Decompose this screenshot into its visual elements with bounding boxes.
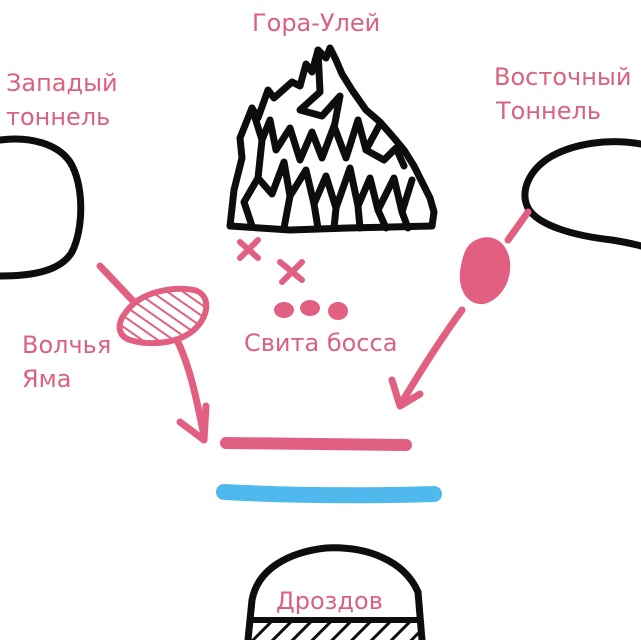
thrushes-label: Дроздов	[276, 587, 383, 615]
east-tunnel-label-line1: Восточный	[494, 63, 632, 91]
east-tunnel-icon	[521, 138, 641, 250]
wolf-pit-label-line1: Волчья	[22, 331, 112, 359]
front-line	[220, 437, 412, 451]
dome-icon	[244, 544, 426, 640]
west-tunnel-label-line1: Западый	[6, 69, 118, 97]
cross-icon	[237, 237, 261, 261]
east-tunnel-label-line2: Тоннель	[496, 97, 601, 125]
west-tunnel-label-line2: тоннель	[6, 103, 111, 131]
water-line	[216, 484, 442, 504]
west-arrow	[96, 262, 210, 444]
cross-icon	[277, 259, 305, 285]
east-arrow	[388, 208, 532, 410]
enemy-marks	[237, 237, 305, 285]
retinue-dots-icon	[274, 300, 348, 320]
wolf-pit-label-line2: Яма	[22, 365, 72, 393]
filled-blob-icon	[459, 237, 511, 305]
hatched-pit-icon	[116, 285, 210, 347]
mountain-sketch-icon	[226, 44, 438, 234]
boss-retinue-label: Свита босса	[244, 329, 398, 357]
west-tunnel-icon	[0, 135, 85, 280]
mountain-label: Гора-Улей	[252, 9, 381, 37]
